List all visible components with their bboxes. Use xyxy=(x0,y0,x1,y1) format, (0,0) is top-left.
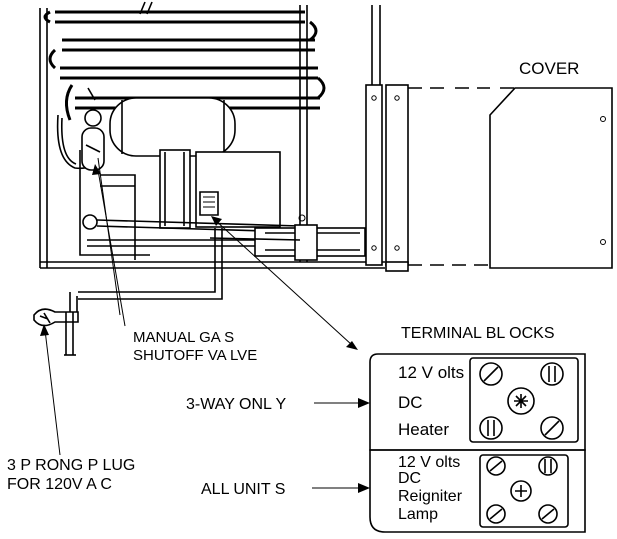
three-way-only-label: 3-WAY ONL Y xyxy=(186,396,287,413)
terminal-blocks-label: TERMINAL BL OCKS xyxy=(401,325,555,342)
screw-terminal-icon xyxy=(540,362,564,386)
lamp-label: Lamp xyxy=(398,506,438,523)
cover-panel: COVER xyxy=(489,59,613,269)
rail-right xyxy=(385,84,409,266)
manual-gas-label-line1: MANUAL GA S xyxy=(133,329,234,346)
screw-terminal-icon xyxy=(479,416,503,440)
refrigerator-frame xyxy=(39,5,385,269)
plug-label-line1: 3 P RONG P LUG xyxy=(7,457,135,474)
cover-label: COVER xyxy=(519,59,579,78)
gas-tank xyxy=(109,97,236,157)
reigniter-dc-label: DC xyxy=(398,470,421,487)
terminal-block-heater-section xyxy=(369,353,586,451)
terminal-block: 12 V olts DC Heater 12 V olts DC Reignit… xyxy=(369,353,586,533)
rail-left xyxy=(365,84,383,266)
heater-volts-label: 12 V olts xyxy=(398,363,464,382)
gas-tank-assembly xyxy=(79,97,301,260)
cooling-coils xyxy=(43,1,326,110)
reigniter-volts-label: 12 V olts xyxy=(398,454,460,471)
wiring-connector xyxy=(209,214,366,261)
reigniter-label: Reigniter xyxy=(398,488,463,505)
pointer-arrows xyxy=(40,157,370,493)
terminal-block-reigniter-section xyxy=(369,449,586,533)
side-panel-rails xyxy=(365,84,520,272)
valve-knob xyxy=(84,109,102,127)
plug-label-line2: FOR 120V A C xyxy=(7,476,112,493)
manual-gas-label-line2: SHUTOFF VA LVE xyxy=(133,347,257,364)
heater-dc-label: DC xyxy=(398,393,423,412)
power-cord xyxy=(33,228,223,356)
screw-terminal-icon xyxy=(538,456,558,476)
all-units-label: ALL UNIT S xyxy=(201,481,285,498)
heater-label: Heater xyxy=(398,420,449,439)
